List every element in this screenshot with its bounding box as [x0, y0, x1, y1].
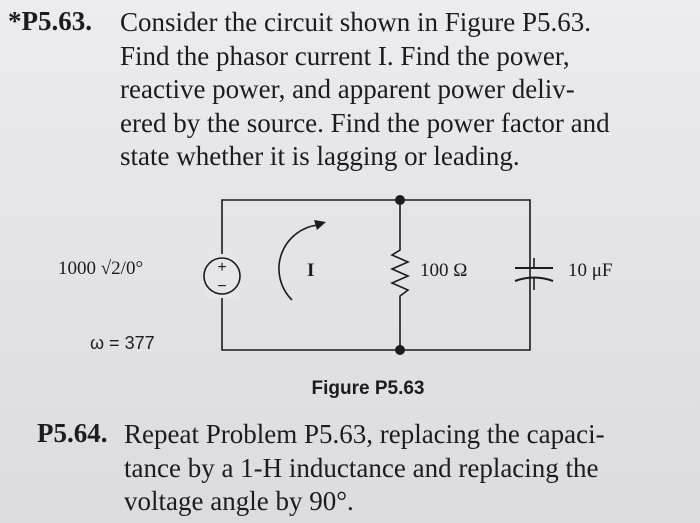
resistor-label: 100 Ω — [420, 260, 468, 281]
statement-line: reactive power, and apparent power deliv… — [120, 74, 575, 104]
frequency-label: ω = 377 — [90, 333, 155, 353]
figure-caption: Figure P5.63 — [311, 378, 425, 399]
source-label: 1000 √2/0° — [58, 258, 144, 279]
polarity-plus: + — [217, 259, 226, 276]
voltage-source — [203, 254, 241, 298]
resistor-branch-wire — [390, 200, 410, 350]
statement-line: state whether it is lagging or leading. — [120, 141, 520, 171]
statement-line: ered by the source. Find the power facto… — [120, 107, 610, 138]
polarity-minus: − — [217, 278, 226, 295]
statement-line: tance by a 1-H inductance and replacing … — [124, 452, 599, 483]
problem-statement: Repeat Problem P5.63, replacing the capa… — [124, 418, 605, 519]
statement-line: Repeat Problem P5.63, replacing the capa… — [124, 419, 605, 449]
capacitor — [514, 258, 554, 290]
statement-line: Find the phasor current I. Find the powe… — [120, 40, 570, 71]
problem-number: *P5.63. — [8, 6, 92, 36]
bottom-node — [395, 345, 405, 355]
capacitor-label: 10 μF — [568, 260, 613, 281]
current-label: I — [307, 260, 315, 281]
statement-line: voltage angle by 90°. — [124, 486, 354, 516]
problem-number: P5.64. — [37, 418, 108, 448]
current-arrow — [278, 224, 319, 301]
statement-line: Consider the circuit shown in Figure P5.… — [120, 7, 591, 37]
circuit-wire — [221, 199, 531, 351]
current-arrowhead — [314, 220, 326, 230]
top-node — [395, 195, 405, 205]
problem-statement: Consider the circuit shown in Figure P5.… — [120, 6, 610, 174]
